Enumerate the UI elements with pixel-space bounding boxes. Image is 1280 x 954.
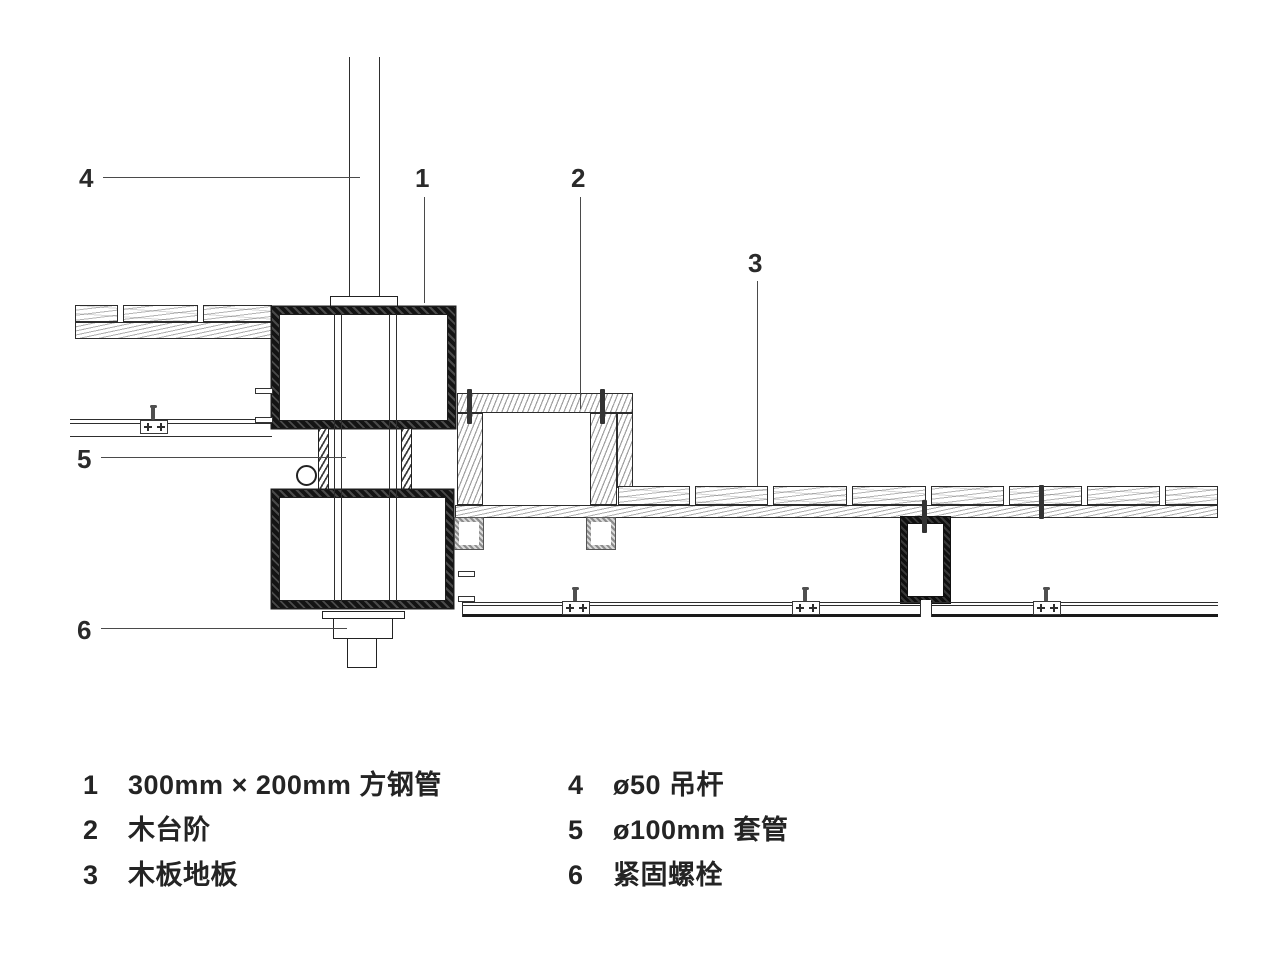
callout-6: 6 bbox=[77, 615, 92, 645]
left-floor-plank-layer bbox=[75, 304, 272, 323]
sleeve-wall-left bbox=[318, 428, 329, 490]
legend-num-1: 1 bbox=[83, 770, 99, 800]
left-ceiling-line bbox=[70, 436, 272, 438]
floor-sheathing-layer bbox=[455, 505, 1218, 518]
clip-cross-icon bbox=[156, 423, 165, 431]
side-bracket bbox=[458, 596, 475, 602]
ceiling-joint-edge bbox=[930, 602, 932, 617]
clip-cross-icon bbox=[795, 604, 804, 612]
left-floor-sheathing-layer bbox=[75, 322, 272, 339]
square-steel-tube-upper bbox=[272, 307, 455, 428]
legend-text-3: 木板地板 bbox=[128, 860, 238, 890]
ceiling-clip bbox=[1033, 601, 1061, 615]
plank-joint bbox=[925, 485, 932, 506]
callout-5-leader bbox=[101, 457, 346, 459]
plank-joint bbox=[1159, 485, 1166, 506]
floor-screw bbox=[922, 500, 927, 533]
bolt-shank-block bbox=[347, 638, 377, 668]
side-bracket bbox=[458, 571, 475, 577]
ceiling-hanger-pin bbox=[1042, 587, 1050, 602]
clip-cross-icon bbox=[1036, 604, 1045, 612]
ceiling-joint-gap bbox=[921, 600, 931, 619]
legend-text-4: ø50 吊杆 bbox=[613, 770, 725, 800]
callout-3: 3 bbox=[748, 248, 763, 278]
right-ceiling-line bbox=[462, 602, 1218, 604]
sleeve-ring bbox=[296, 465, 317, 486]
left-ceiling-line bbox=[70, 423, 272, 425]
callout-4-leader bbox=[103, 177, 360, 179]
plank-joint bbox=[689, 485, 696, 506]
left-ceiling-line bbox=[70, 419, 272, 421]
legend-text-6: 紧固螺栓 bbox=[613, 860, 723, 890]
legend-text-5: ø100mm 套管 bbox=[613, 815, 789, 845]
legend-text-1: 300mm × 200mm 方钢管 bbox=[128, 770, 442, 800]
ceiling-joint-edge bbox=[919, 602, 921, 617]
clip-cross-icon bbox=[143, 423, 152, 431]
callout-6-leader bbox=[101, 628, 347, 630]
legend-num-4: 4 bbox=[568, 770, 584, 800]
floor-plank-layer bbox=[618, 485, 1218, 506]
side-bracket bbox=[255, 388, 273, 394]
floor-joist-tube bbox=[901, 517, 950, 603]
rod-top-plate bbox=[330, 296, 398, 308]
legend-num-3: 3 bbox=[83, 860, 99, 890]
callout-1-leader bbox=[423, 197, 425, 303]
legend-num-2: 2 bbox=[83, 815, 99, 845]
callout-1: 1 bbox=[415, 163, 430, 193]
right-ceiling-endcap bbox=[462, 602, 464, 617]
callout-2-leader bbox=[579, 197, 581, 409]
clip-cross-icon bbox=[1049, 604, 1058, 612]
step-foot-block bbox=[455, 518, 483, 549]
plank-joint bbox=[197, 304, 204, 323]
plank-joint bbox=[117, 304, 124, 323]
ceiling-hanger-pin bbox=[149, 405, 157, 420]
callout-4: 4 bbox=[79, 163, 94, 193]
legend-text-2: 木台阶 bbox=[128, 815, 211, 845]
hanger-rod-left-line bbox=[349, 57, 351, 296]
callout-3-leader bbox=[756, 281, 758, 486]
sleeve-wall-right bbox=[401, 428, 412, 490]
step-screw bbox=[600, 389, 605, 424]
sleeve-line bbox=[389, 314, 391, 601]
ceiling-hanger-pin bbox=[571, 587, 579, 602]
plank-joint bbox=[767, 485, 774, 506]
clip-cross-icon bbox=[565, 604, 574, 612]
ceiling-hanger-pin bbox=[801, 587, 809, 602]
step-top-board bbox=[457, 393, 633, 413]
sleeve-line bbox=[396, 314, 398, 601]
side-bracket bbox=[255, 417, 273, 423]
legend-num-6: 6 bbox=[568, 860, 584, 890]
plank-joint bbox=[846, 485, 853, 506]
ceiling-clip bbox=[562, 601, 590, 615]
clip-cross-icon bbox=[578, 604, 587, 612]
hanger-rod-right-line bbox=[379, 57, 381, 296]
ceiling-clip bbox=[140, 420, 168, 434]
callout-5: 5 bbox=[77, 444, 92, 474]
floor-screw bbox=[1039, 485, 1044, 519]
ceiling-clip bbox=[792, 601, 820, 615]
step-left-leg bbox=[457, 413, 483, 505]
callout-2: 2 bbox=[571, 163, 586, 193]
right-ceiling-line bbox=[462, 605, 1218, 607]
step-screw bbox=[467, 389, 472, 424]
step-foot-block bbox=[587, 518, 615, 549]
clip-cross-icon bbox=[808, 604, 817, 612]
plank-joint bbox=[1081, 485, 1088, 506]
step-right-leg bbox=[590, 413, 617, 505]
legend-num-5: 5 bbox=[568, 815, 584, 845]
right-ceiling-board bbox=[462, 613, 1218, 617]
square-steel-tube-lower bbox=[272, 490, 453, 608]
step-right-extension bbox=[617, 413, 633, 488]
plank-joint bbox=[1003, 485, 1010, 506]
